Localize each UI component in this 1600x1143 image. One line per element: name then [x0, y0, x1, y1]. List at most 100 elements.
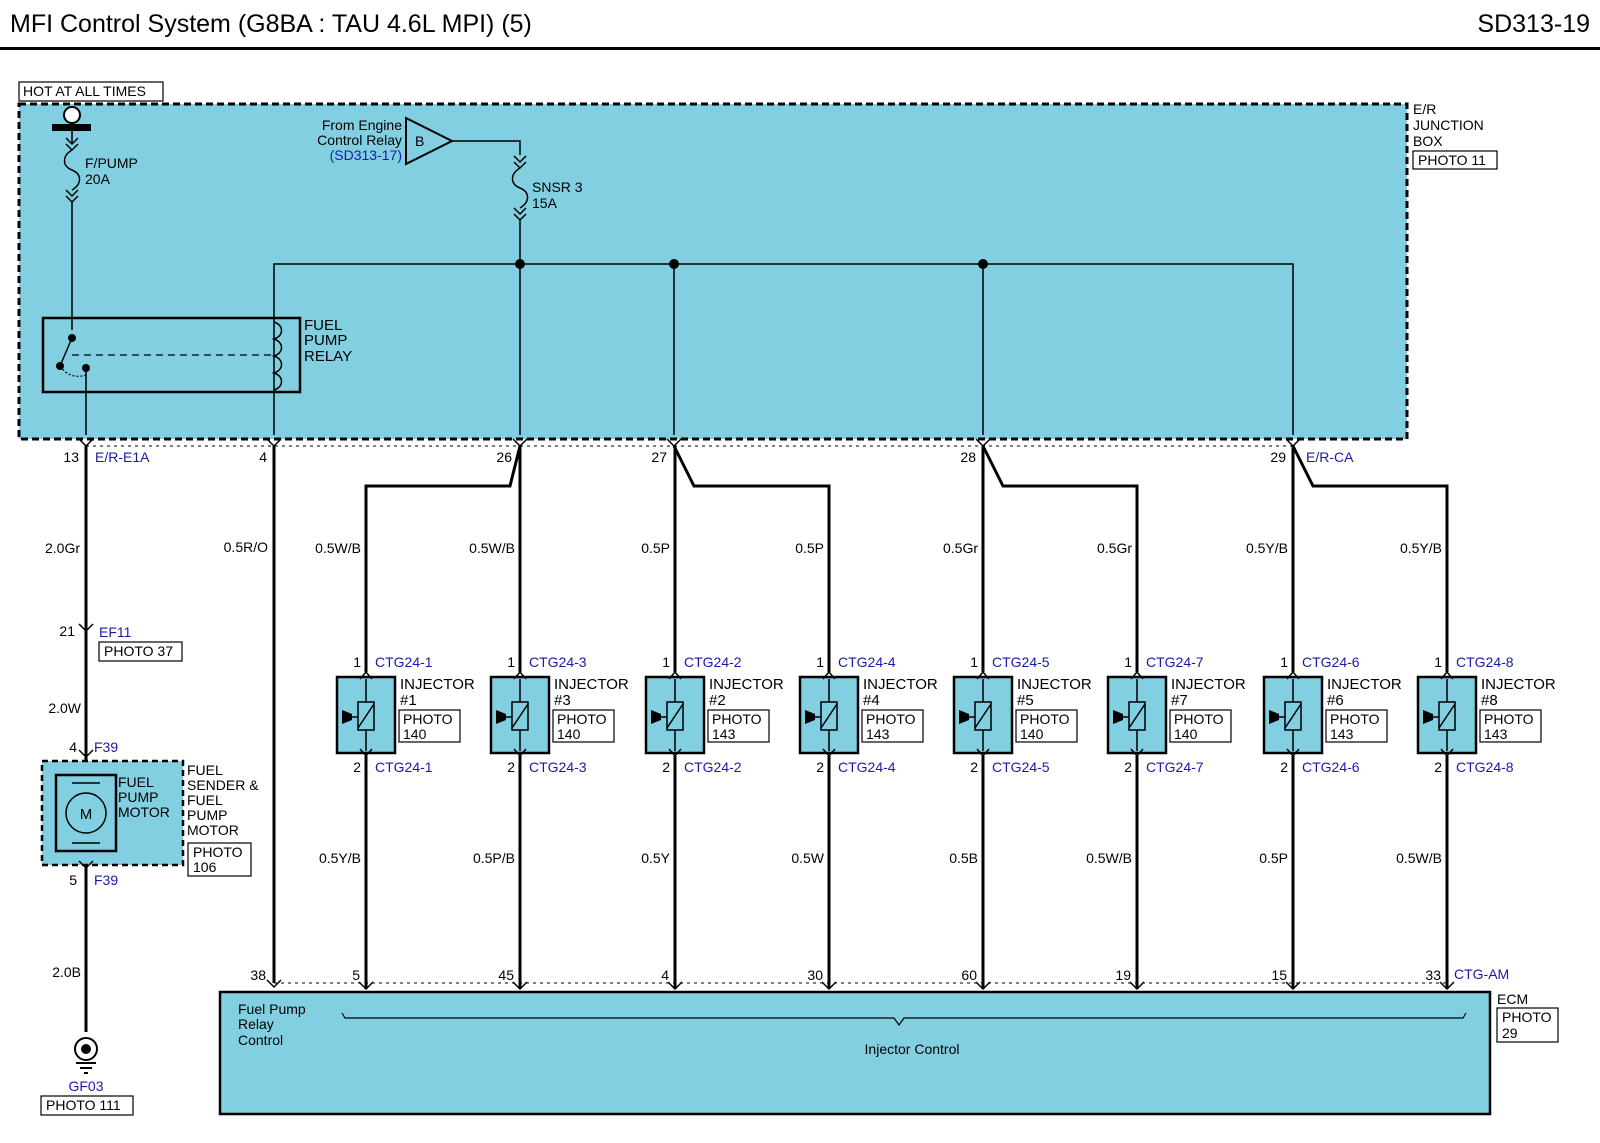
- injector-photo[interactable]: PHOTO: [1174, 711, 1224, 727]
- injector-connector-bottom[interactable]: CTG24-4: [838, 759, 896, 775]
- injector-photo[interactable]: PHOTO: [1020, 711, 1070, 727]
- wire-2-0w: 2.0W: [48, 700, 81, 716]
- injector-photo[interactable]: PHOTO: [1484, 711, 1534, 727]
- connector-arrow-17: [1439, 981, 1455, 991]
- injector-connector-bottom[interactable]: CTG24-8: [1456, 759, 1514, 775]
- ecm-connector-ctg-am[interactable]: CTG-AM: [1454, 966, 1509, 982]
- ground-icon: [74, 1037, 98, 1074]
- wire-lower-7: 0.5P: [1259, 850, 1288, 866]
- ground-photo[interactable]: PHOTO 111: [46, 1097, 121, 1113]
- injector-connector-bottom[interactable]: CTG24-1: [375, 759, 433, 775]
- ecm-pin: 30: [807, 967, 823, 983]
- jb-pin-29: 29: [1270, 449, 1286, 465]
- ef11-connector[interactable]: EF11: [99, 624, 132, 640]
- injector-photo-number[interactable]: 143: [1484, 726, 1508, 742]
- injector-connector-top[interactable]: CTG24-2: [684, 654, 742, 670]
- jb-pin-4: 4: [259, 449, 267, 465]
- ecm-pin-38: 38: [250, 967, 266, 983]
- fpump-fuse-label: F/PUMP: [85, 155, 138, 171]
- wire-lower-3: 0.5Y: [641, 850, 670, 866]
- injector-connector-top[interactable]: CTG24-4: [838, 654, 896, 670]
- relay-coil-icon: [271, 321, 283, 391]
- f39-connector-bottom[interactable]: F39: [94, 872, 118, 888]
- fpump-fuse-icon: [63, 137, 81, 204]
- injector-photo-number[interactable]: 140: [403, 726, 427, 742]
- injector-photo[interactable]: PHOTO: [866, 711, 916, 727]
- injector-photo-number[interactable]: 140: [557, 726, 581, 742]
- connector-arrow-8: [78, 860, 94, 870]
- junction-box: [17, 102, 1409, 441]
- injector-photo-number[interactable]: 143: [712, 726, 736, 742]
- snsr3-fuse-label: SNSR 3: [532, 179, 583, 195]
- injector-connector-top[interactable]: CTG24-7: [1146, 654, 1204, 670]
- jb-pin-27: 27: [651, 449, 667, 465]
- battery-terminal-icon: [52, 106, 91, 131]
- injector-photo[interactable]: PHOTO: [1330, 711, 1380, 727]
- injector-photo-number[interactable]: 140: [1020, 726, 1044, 742]
- svg-text:FUEL: FUEL: [187, 792, 223, 808]
- junction-box-photo: PHOTO 11: [1418, 152, 1486, 168]
- jb-pin-13: 13: [63, 449, 79, 465]
- injector-label: INJECTOR: [400, 676, 475, 693]
- injector-label: INJECTOR: [1171, 676, 1246, 693]
- jb-pin-26: 26: [496, 449, 512, 465]
- injector-photo-number[interactable]: 140: [1174, 726, 1198, 742]
- injector-number: #7: [1171, 692, 1188, 709]
- injector-label: INJECTOR: [709, 676, 784, 693]
- injector-connector-bottom[interactable]: CTG24-6: [1302, 759, 1360, 775]
- injector-connector-top[interactable]: CTG24-5: [992, 654, 1050, 670]
- from-relay-ref[interactable]: (SD313-17): [330, 147, 402, 163]
- injector-photo-number[interactable]: 143: [1330, 726, 1354, 742]
- injector-connector-bottom[interactable]: CTG24-3: [529, 759, 587, 775]
- connector-arrow-11: [512, 981, 528, 991]
- injector-pin-1: 1: [970, 654, 978, 670]
- injector-photo[interactable]: PHOTO: [712, 711, 762, 727]
- fuel-sender-photo-2[interactable]: 106: [193, 859, 217, 875]
- ecm-pin: 5: [352, 967, 360, 983]
- wire-upper-6: 0.5Gr: [1097, 540, 1132, 556]
- wire-lower-1: 0.5Y/B: [319, 850, 361, 866]
- ecm-pin: 4: [661, 967, 669, 983]
- wire-2-0b: 2.0B: [52, 964, 81, 980]
- injector-connector-top[interactable]: CTG24-3: [529, 654, 587, 670]
- ecm-photo-2[interactable]: 29: [1502, 1025, 1518, 1041]
- injector-connector-bottom[interactable]: CTG24-7: [1146, 759, 1204, 775]
- injector-connector-top[interactable]: CTG24-8: [1456, 654, 1514, 670]
- ef11-photo[interactable]: PHOTO 37: [104, 643, 173, 659]
- injector-connector-bottom[interactable]: CTG24-5: [992, 759, 1050, 775]
- injector-connector-bottom[interactable]: CTG24-2: [684, 759, 742, 775]
- svg-text:PUMP: PUMP: [304, 332, 347, 349]
- ecm-label: ECM: [1497, 991, 1528, 1007]
- fpump-fuse-rating: 20A: [85, 171, 111, 187]
- ground-gf03[interactable]: GF03: [68, 1078, 103, 1094]
- connector-arrow-13: [821, 981, 837, 991]
- jb-connector-er-e1a[interactable]: E/R-E1A: [95, 449, 150, 465]
- injector-connector-top[interactable]: CTG24-1: [375, 654, 433, 670]
- injector-connector-top[interactable]: CTG24-6: [1302, 654, 1360, 670]
- ecm-fuel-pump-control: Fuel Pump Relay Control: [238, 1001, 306, 1048]
- injector-photo-number[interactable]: 143: [866, 726, 890, 742]
- ecm-photo-1[interactable]: PHOTO: [1502, 1009, 1552, 1025]
- injector-pin-1: 1: [507, 654, 515, 670]
- f39-connector-top[interactable]: F39: [94, 739, 118, 755]
- injector-photo[interactable]: PHOTO: [403, 711, 453, 727]
- injector-label: INJECTOR: [1327, 676, 1402, 693]
- fuel-sender-photo-1[interactable]: PHOTO: [193, 844, 243, 860]
- ecm-pin: 45: [498, 967, 514, 983]
- injector-photo[interactable]: PHOTO: [557, 711, 607, 727]
- wire-lower-8: 0.5W/B: [1396, 850, 1442, 866]
- page-code: SD313-19: [1477, 10, 1590, 38]
- svg-text:BOX: BOX: [1413, 133, 1443, 149]
- fuel-pump-motor-label: FUEL PUMP MOTOR: [118, 774, 170, 820]
- snsr3-fuse-rating: 15A: [532, 195, 558, 211]
- junction-box-label: E/R JUNCTION BOX: [1413, 101, 1484, 149]
- jb-connector-er-ca[interactable]: E/R-CA: [1306, 449, 1354, 465]
- svg-text:JUNCTION: JUNCTION: [1413, 117, 1484, 133]
- injector-pin-2: 2: [1434, 759, 1442, 775]
- injector-solenoid-icon: [651, 670, 684, 758]
- wire-0-5ro: 0.5R/O: [224, 539, 268, 555]
- connector-arrow-12: [667, 981, 683, 991]
